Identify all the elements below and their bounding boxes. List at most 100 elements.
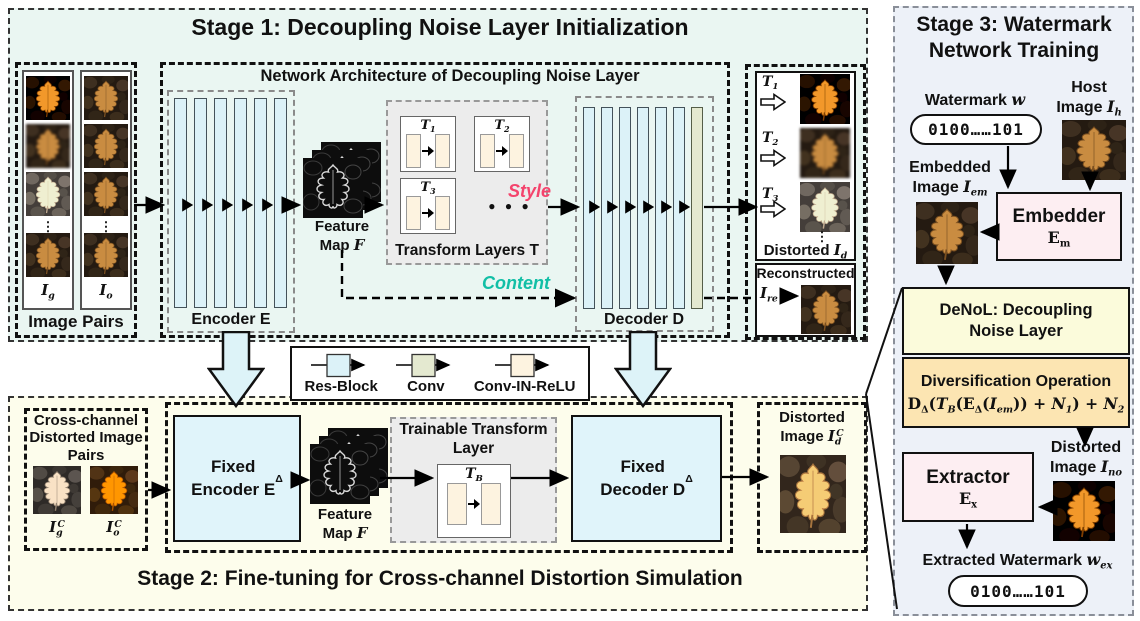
legend-label: Res-Block bbox=[304, 377, 378, 395]
feature-map-stack bbox=[303, 142, 381, 218]
res-block-bar bbox=[583, 107, 595, 309]
legend-item-conv-in-relu: Conv-IN-ReLU bbox=[474, 353, 575, 395]
leaf-image bbox=[1053, 481, 1115, 541]
feature-map-image bbox=[310, 444, 370, 504]
leaf-image bbox=[1062, 120, 1126, 180]
leaf-image bbox=[84, 76, 128, 120]
cross-channel-pairs-label: Cross-channel Distorted Image Pairs bbox=[29, 412, 143, 464]
reconstructed-var: Ire bbox=[760, 284, 778, 305]
conv-in-relu-icon bbox=[494, 353, 550, 377]
stage1-title: Stage 1: Decoupling Noise Layer Initiali… bbox=[191, 14, 689, 40]
vertical-ellipsis: ⋮ bbox=[99, 219, 113, 234]
style-label: Style bbox=[508, 181, 552, 201]
conv-icon bbox=[395, 353, 451, 377]
leaf-image bbox=[916, 202, 978, 264]
extractor-label: Extractor bbox=[926, 466, 1010, 488]
embedder-var: Em bbox=[1047, 228, 1071, 250]
encoder-label: Encoder E bbox=[191, 311, 271, 328]
feature-map-label: Feature Map F bbox=[314, 218, 370, 254]
image-column-distorted: ⋮ Ig bbox=[22, 70, 74, 310]
res-block-bar bbox=[655, 107, 667, 309]
res-block-bar bbox=[174, 98, 187, 308]
t2-label: T2 bbox=[494, 118, 510, 134]
transform-layers-label: Transform Layers T bbox=[395, 242, 539, 259]
t1-label: T1 bbox=[420, 118, 436, 134]
mini-arrow-icon bbox=[422, 208, 434, 218]
hollow-right-arrow-icon bbox=[760, 149, 786, 167]
cross-channel-pairs-box bbox=[24, 408, 148, 551]
diversification-module: Diversification Operation DΔ(TB(EΔ(Iem))… bbox=[902, 357, 1130, 428]
legend-box: Res-Block Conv Conv-IN-ReLU bbox=[290, 346, 590, 401]
leaf-image bbox=[84, 124, 128, 168]
res-block-icon bbox=[311, 353, 366, 377]
extractor-module: Extractor Ex bbox=[902, 452, 1034, 522]
trainable-transform-label: Trainable Transform Layer bbox=[399, 421, 548, 457]
res-block-bar bbox=[254, 98, 267, 308]
leaf-image bbox=[800, 128, 850, 178]
conv-in-relu-block bbox=[406, 134, 421, 168]
leaf-image bbox=[26, 172, 70, 216]
leaf-image bbox=[84, 233, 128, 277]
network-architecture-title: Network Architecture of Decoupling Noise… bbox=[260, 67, 640, 85]
output-t2-label: T2 bbox=[762, 130, 779, 149]
down-arrow-icon bbox=[614, 331, 672, 408]
vertical-ellipsis: ⋮ bbox=[41, 219, 55, 234]
embedder-label: Embedder bbox=[1012, 206, 1106, 227]
res-block-bar bbox=[274, 98, 287, 308]
res-block-bar bbox=[194, 98, 207, 308]
down-arrow-icon bbox=[207, 331, 265, 408]
column-var-label: Ig bbox=[41, 281, 55, 302]
leaf-image bbox=[33, 466, 81, 514]
leaf-image bbox=[801, 285, 851, 334]
diversification-label: Diversification Operation bbox=[920, 372, 1112, 390]
image-pairs-box bbox=[15, 62, 137, 338]
cross-channel-left-var: IgC bbox=[49, 518, 65, 539]
decoder-label: Decoder D bbox=[603, 311, 685, 328]
mini-arrow-icon bbox=[468, 499, 480, 509]
res-block-bar bbox=[601, 107, 613, 309]
conv-in-relu-block bbox=[481, 483, 501, 525]
leaf-image bbox=[780, 455, 846, 533]
tb-box: TB bbox=[437, 464, 511, 538]
mini-arrow-icon bbox=[422, 146, 434, 156]
tb-label: TB bbox=[465, 466, 483, 485]
transform-dots: ● ● ● bbox=[488, 199, 532, 213]
feature-map-image bbox=[303, 158, 363, 218]
watermark-bits-pill: 0100……101 bbox=[910, 114, 1042, 145]
leaf-image bbox=[800, 74, 850, 124]
leaf-image bbox=[90, 466, 138, 514]
distorted-outputs-label: Distorted Id bbox=[763, 241, 848, 262]
transform-t3-box: T3 bbox=[400, 178, 456, 234]
hollow-right-arrow-icon bbox=[760, 200, 786, 218]
watermark-label: Watermark w bbox=[924, 90, 1026, 109]
reconstructed-label: Reconstructed bbox=[756, 265, 855, 281]
res-block-bar bbox=[234, 98, 247, 308]
vertical-ellipsis: ⋮ bbox=[815, 229, 829, 244]
image-pairs-label: Image Pairs bbox=[28, 312, 124, 331]
feature-map-label: Feature Map F bbox=[317, 506, 373, 542]
diversification-formula: DΔ(TB(EΔ(Iem)) + N1) + N2 bbox=[907, 393, 1125, 415]
leaf-image bbox=[800, 182, 850, 232]
conv-in-relu-block bbox=[447, 483, 467, 525]
output-t1-label: T1 bbox=[762, 74, 779, 93]
leaf-image bbox=[26, 233, 70, 277]
content-label: Content bbox=[482, 273, 550, 293]
conv-in-relu-block bbox=[509, 134, 524, 168]
mini-arrow-icon bbox=[496, 146, 508, 156]
embedder-module: Embedder Em bbox=[996, 192, 1122, 261]
cross-channel-right-var: IoC bbox=[106, 518, 122, 539]
res-block-bar bbox=[673, 107, 685, 309]
transform-t1-box: T1 bbox=[400, 116, 456, 172]
extracted-bits-pill: 0100……101 bbox=[948, 575, 1088, 607]
column-var-label: Io bbox=[99, 281, 113, 302]
